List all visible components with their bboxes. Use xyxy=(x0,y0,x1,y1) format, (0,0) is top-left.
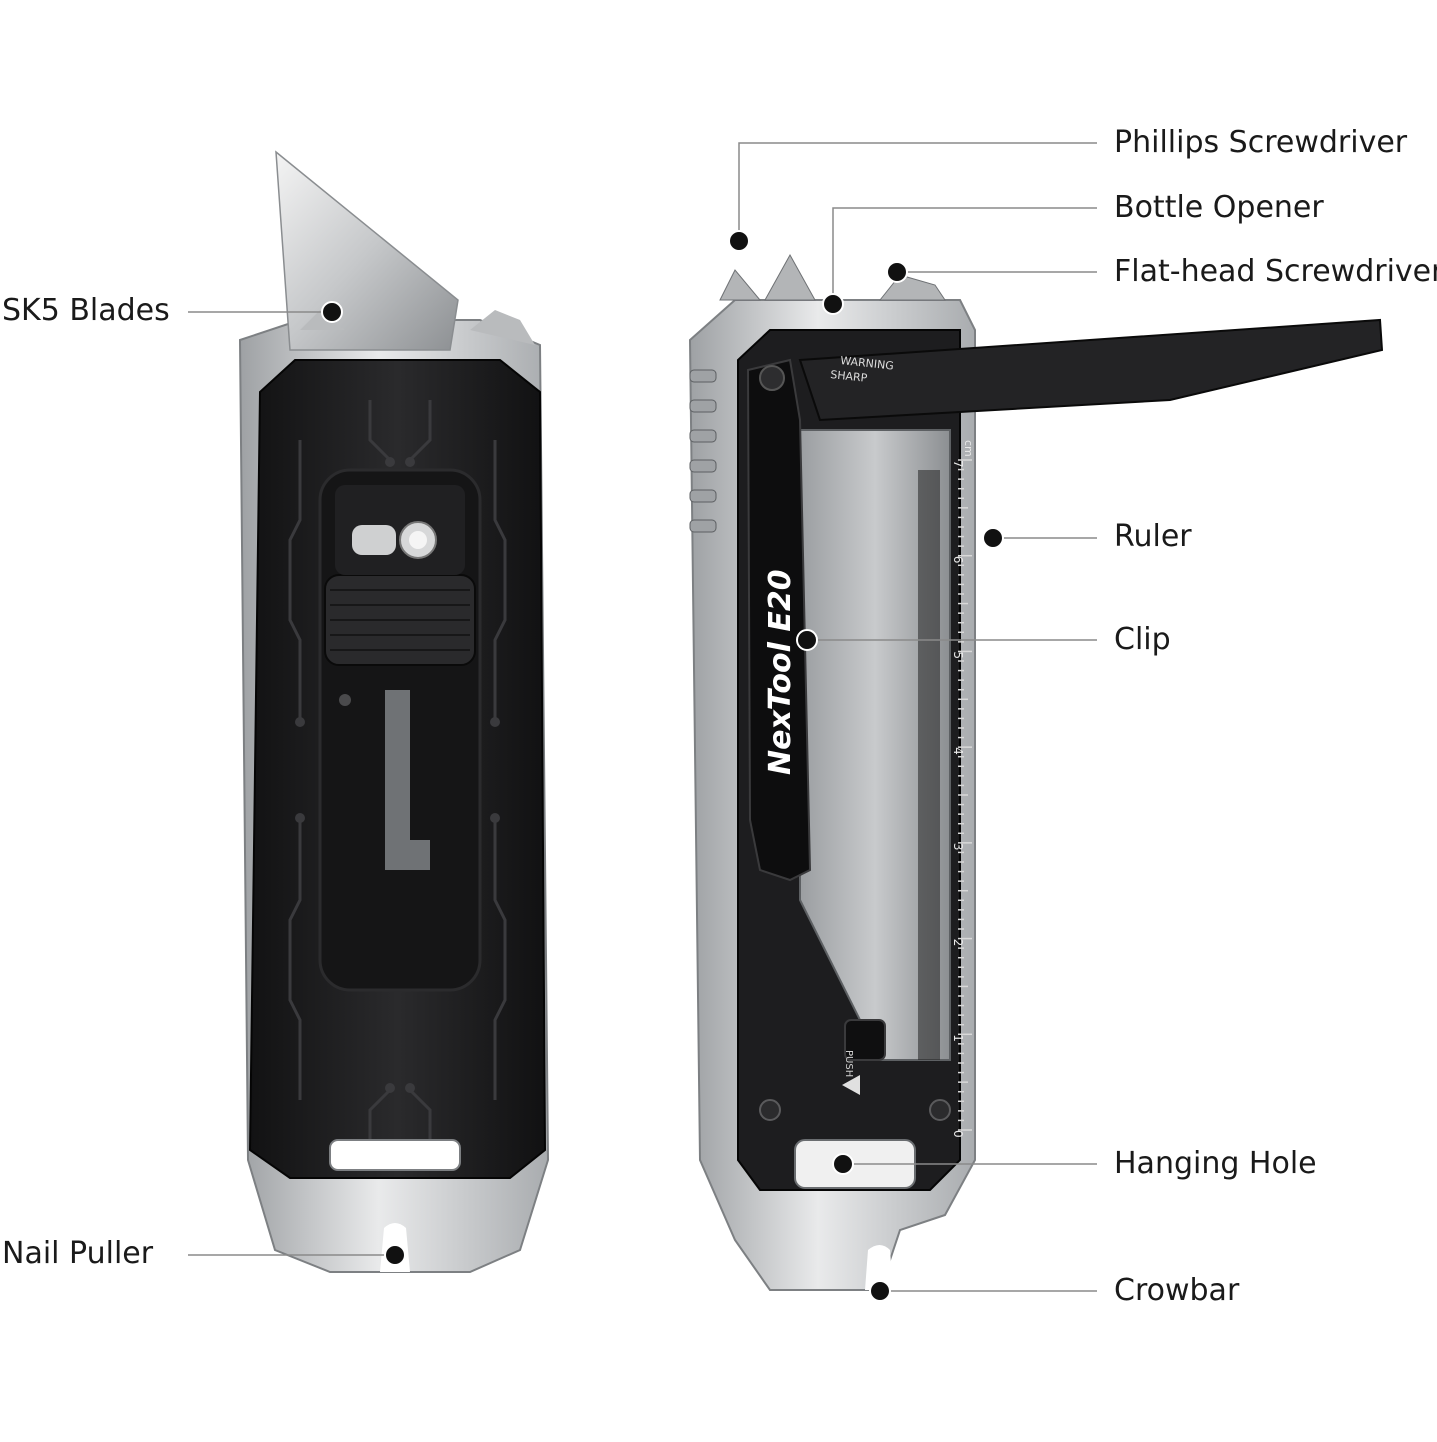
belt-clip xyxy=(746,358,812,882)
label-ruler: Ruler xyxy=(1114,519,1192,554)
right-utility-knife: WARNING SHARP NexTool E20 7 6 5 4 3 2 1 0 cm PU… xyxy=(688,253,1384,1291)
ruler: 7 6 5 4 3 2 1 0 cm xyxy=(951,440,975,1138)
phillips-dot xyxy=(728,230,750,252)
nail-puller-dot xyxy=(384,1244,406,1266)
callout-lines xyxy=(188,142,1097,1292)
label-sk5-blades: SK5 Blades xyxy=(2,293,170,328)
crowbar-notch xyxy=(865,1245,893,1290)
left-utility-knife xyxy=(238,150,550,1273)
ruler-unit: cm xyxy=(962,440,975,457)
push-button xyxy=(844,1019,886,1061)
flathead-dot xyxy=(886,261,908,283)
push-label: PUSH xyxy=(843,1050,854,1077)
bottle-opener-tip xyxy=(764,253,816,301)
ruler-number: 4 xyxy=(951,747,965,755)
open-lid xyxy=(798,318,1384,422)
callout-dots xyxy=(321,230,1004,1302)
sk5-blade xyxy=(275,150,459,351)
label-bottle-opener: Bottle Opener xyxy=(1114,190,1324,225)
phillips-tip xyxy=(719,269,762,301)
brand-logo-text: NexTool E20 xyxy=(763,569,798,775)
phillips-leader xyxy=(738,142,1097,240)
warning-text-line2: SHARP xyxy=(830,368,869,385)
ruler-number: 1 xyxy=(951,1034,965,1042)
ruler-number: 6 xyxy=(951,556,965,564)
ruler-dot xyxy=(982,527,1004,549)
label-hanging-hole: Hanging Hole xyxy=(1114,1146,1317,1181)
sk5-dot xyxy=(321,301,343,323)
clip-dot xyxy=(796,629,818,651)
ruler-number: 0 xyxy=(951,1130,965,1138)
ruler-number: 5 xyxy=(951,651,965,659)
label-clip: Clip xyxy=(1114,622,1171,657)
model-name: E20 xyxy=(763,569,798,631)
label-nail-puller: Nail Puller xyxy=(2,1236,154,1271)
ruler-number: 3 xyxy=(951,843,965,851)
label-phillips-screwdriver: Phillips Screwdriver xyxy=(1114,125,1408,160)
label-flathead-screwdriver: Flat-head Screwdriver xyxy=(1114,254,1437,289)
hanging-hole-dot xyxy=(832,1153,854,1175)
warning-text-line1: WARNING xyxy=(840,354,895,373)
bottle-opener-dot xyxy=(822,293,844,315)
bottle-opener-leader xyxy=(832,207,1097,303)
label-crowbar: Crowbar xyxy=(1114,1273,1240,1308)
left-hanging-slot xyxy=(329,1139,461,1171)
ruler-number: 2 xyxy=(951,939,965,947)
ruler-number: 7 xyxy=(951,460,965,468)
crowbar-dot xyxy=(869,1280,891,1302)
brand-name: NexTool xyxy=(763,641,798,775)
